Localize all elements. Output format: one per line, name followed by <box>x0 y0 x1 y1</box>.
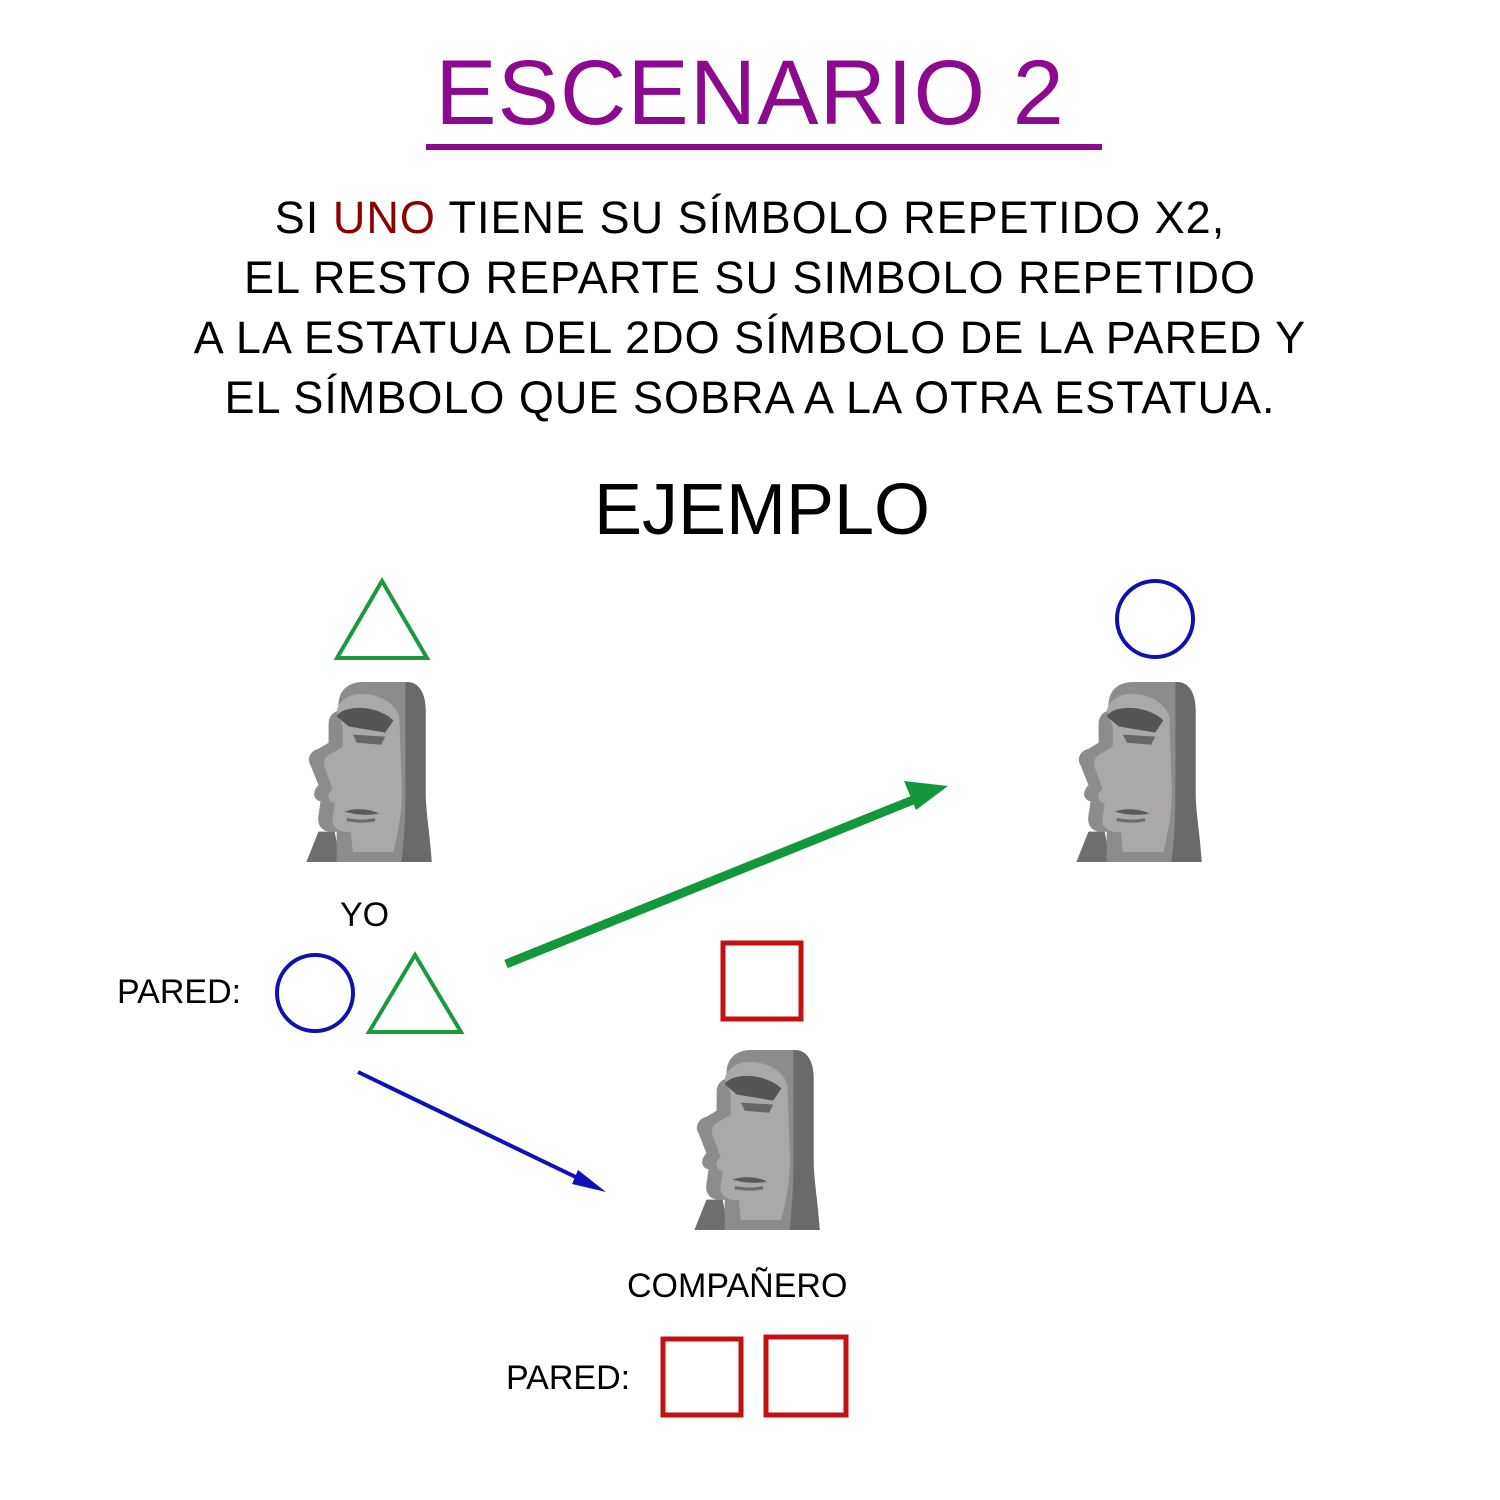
partner-statue-square-icon <box>720 940 804 1022</box>
partner-statue-label: COMPAÑERO <box>627 1267 848 1305</box>
title-underline <box>426 144 1102 150</box>
rule-line-4: EL SÍMBOLO QUE SOBRA A LA OTRA ESTATUA. <box>224 372 1276 423</box>
page-title: ESCENARIO 2 <box>435 42 1065 144</box>
partner-wall-square-1-icon <box>660 1336 744 1418</box>
me-wall-circle-icon <box>275 953 355 1033</box>
rule-line-1: SI UNO TIENE SU SÍMBOLO REPETIDO X2, <box>0 188 1500 248</box>
rule-line-2: EL RESTO REPARTE SU SIMBOLO REPETIDO <box>243 252 1257 303</box>
me-wall-label: PARED: <box>117 973 242 1011</box>
rule-text: SI UNO TIENE SU SÍMBOLO REPETIDO X2, EL … <box>0 188 1500 428</box>
me-statue-triangle-icon <box>333 577 431 660</box>
example-heading: EJEMPLO <box>593 470 931 550</box>
other-statue-circle-icon <box>1115 579 1195 659</box>
blue-arrow <box>357 1070 606 1192</box>
rule-highlight: UNO <box>332 192 436 243</box>
rule-line-1-end: TIENE SU SÍMBOLO REPETIDO X2, <box>448 192 1226 243</box>
partner-wall-square-2-icon <box>763 1334 849 1418</box>
rule-line-1-start: SI <box>274 192 320 243</box>
me-wall-triangle-icon <box>365 951 465 1034</box>
partner-wall-label: PARED: <box>506 1359 631 1397</box>
me-statue-label: YO <box>340 896 390 934</box>
rule-line-3: A LA ESTATUA DEL 2DO SÍMBOLO DE LA PARED… <box>193 312 1307 363</box>
green-arrow <box>504 781 948 969</box>
